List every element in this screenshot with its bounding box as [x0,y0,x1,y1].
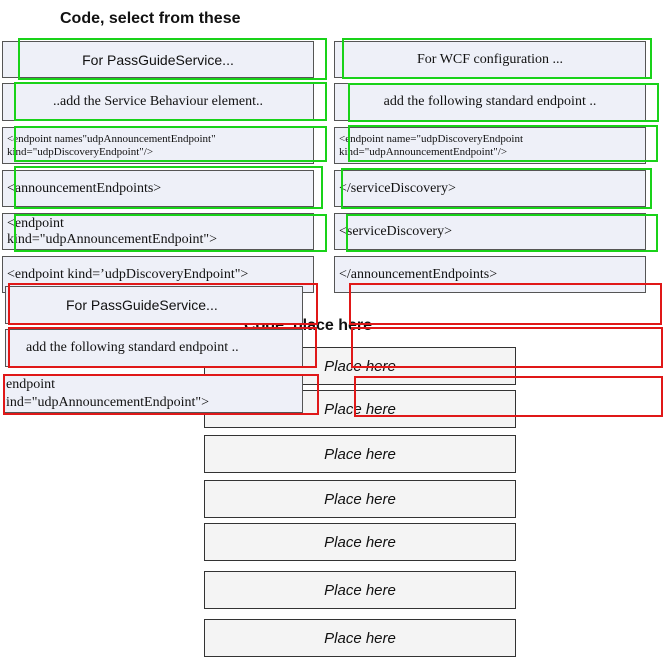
red-highlight-3 [8,327,317,368]
green-highlight-5 [14,126,327,162]
select-heading: Code, select from these [60,10,241,27]
red-highlight-6 [354,376,663,417]
option-right-add-standard-endpoint[interactable]: add the following standard endpoint .. [334,83,646,121]
drop-target-6[interactable]: Place here [204,571,516,609]
red-highlight-2 [349,283,662,325]
option-right-close-service-discovery[interactable]: </serviceDiscovery> [334,170,646,207]
green-highlight-6 [348,125,658,162]
red-highlight-5 [3,374,319,415]
red-highlight-4 [351,327,663,368]
option-left-endpoint-names[interactable]: <endpoint names"udpAnnouncementEndpoint"… [2,127,314,164]
option-right-wcf-configuration[interactable]: For WCF configuration ... [334,41,646,78]
dragged-tile-endpoint-ind[interactable]: endpoint ind="udpAnnouncementEndpoint"> [3,375,303,413]
green-highlight-2 [342,38,652,79]
green-highlight-3 [14,82,327,121]
green-highlight-4 [348,83,659,122]
option-left-for-passguideservice[interactable]: For PassGuideService... [2,41,314,78]
option-right-close-announcement-endpoints[interactable]: </announcementEndpoints> [334,256,646,293]
option-left-endpoint-kind-announcement[interactable]: <endpoint kind="udpAnnouncementEndpoint"… [2,213,314,250]
dragged-tile-add-standard-endpoint[interactable]: add the following standard endpoint .. [5,329,303,367]
dragged-tile-for-passguideservice[interactable]: For PassGuideService... [5,286,303,324]
option-right-service-discovery[interactable]: <serviceDiscovery> [334,213,646,250]
option-left-announcement-endpoints[interactable]: <announcementEndpoints> [2,170,314,207]
green-highlight-10 [346,214,658,252]
red-highlight-1 [8,283,318,325]
option-left-service-behaviour[interactable]: ..add the Service Behaviour element.. [2,83,314,121]
drop-target-5[interactable]: Place here [204,523,516,561]
drop-target-3[interactable]: Place here [204,435,516,473]
green-highlight-8 [341,168,652,209]
option-right-endpoint-name[interactable]: <endpoint name="udpDiscoveryEndpoint kin… [334,127,646,164]
green-highlight-7 [14,166,323,209]
drop-target-4[interactable]: Place here [204,480,516,518]
green-highlight-9 [14,214,327,252]
drop-target-7[interactable]: Place here [204,619,516,657]
green-highlight-1 [18,38,327,80]
